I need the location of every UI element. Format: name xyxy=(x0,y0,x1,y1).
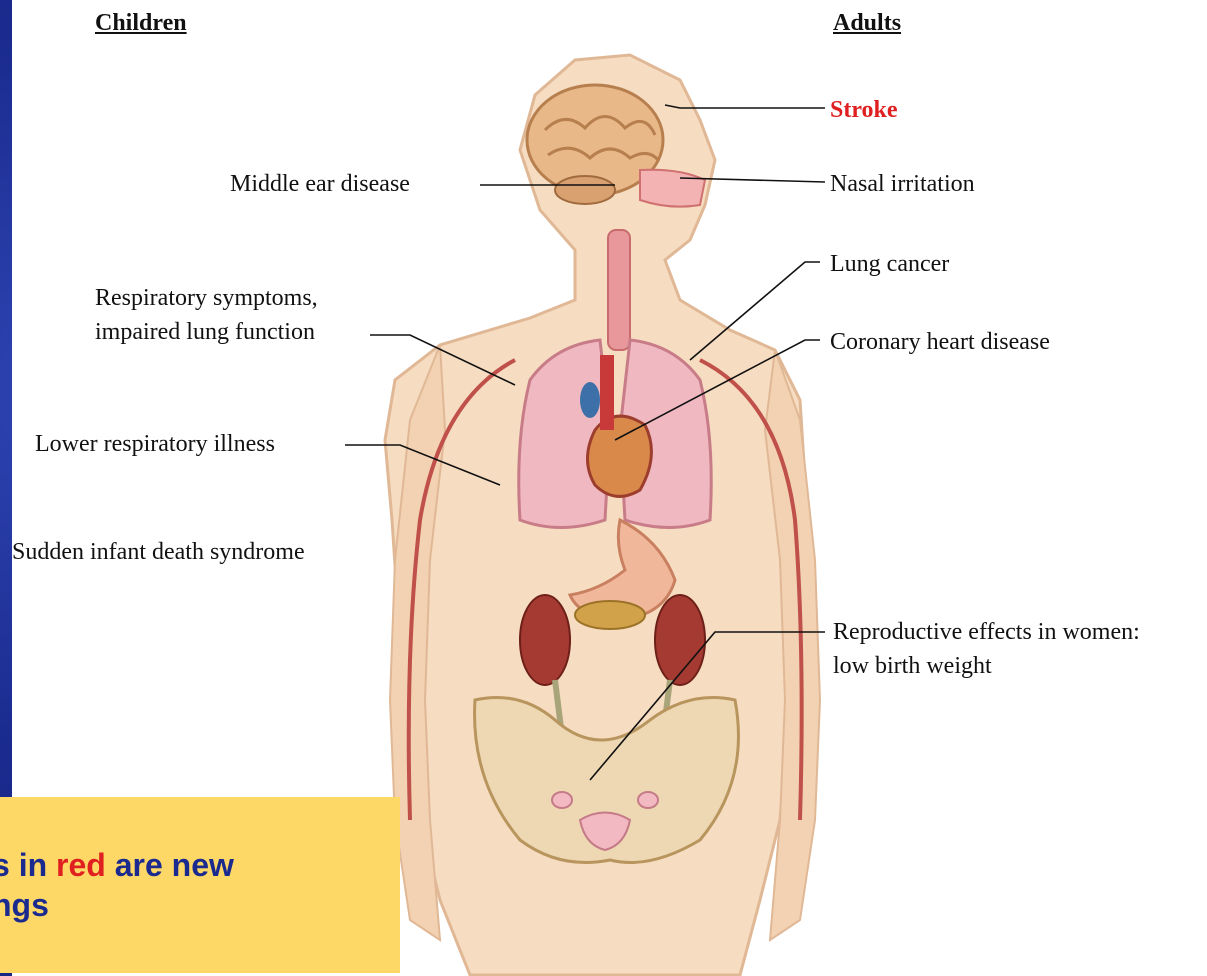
right-kidney xyxy=(655,595,705,685)
left-kidney xyxy=(520,595,570,685)
note-line2: ngs xyxy=(0,887,49,923)
pancreas xyxy=(575,601,645,629)
label-coronary-heart-disease: Coronary heart disease xyxy=(830,328,1050,356)
label-middle-ear-disease: Middle ear disease xyxy=(230,170,410,198)
note-part1: s in xyxy=(0,847,56,883)
label-stroke: Stroke xyxy=(830,96,898,124)
vena-cava xyxy=(580,382,600,418)
label-reproductive-line2: low birth weight xyxy=(833,652,992,680)
note-red-word: red xyxy=(56,847,106,883)
legend-note-box: s in red are new ngs xyxy=(0,797,400,973)
adults-header: Adults xyxy=(833,10,901,37)
nasal-cavity xyxy=(640,170,705,207)
label-nasal-irritation: Nasal irritation xyxy=(830,170,975,198)
label-respiratory-line2: impaired lung function xyxy=(95,318,315,346)
label-sids: Sudden infant death syndrome xyxy=(12,538,305,566)
label-respiratory-line1: Respiratory symptoms, xyxy=(95,284,318,312)
label-lower-respiratory-illness: Lower respiratory illness xyxy=(35,430,275,458)
heart xyxy=(588,416,652,496)
legend-note-text: s in red are new ngs xyxy=(0,845,234,925)
children-header: Children xyxy=(95,10,187,37)
cerebellum xyxy=(555,176,615,204)
label-lung-cancer: Lung cancer xyxy=(830,250,949,278)
aorta xyxy=(600,355,614,430)
note-part2: are new xyxy=(106,847,234,883)
trachea xyxy=(608,230,630,350)
label-reproductive-line1: Reproductive effects in women: xyxy=(833,618,1140,646)
